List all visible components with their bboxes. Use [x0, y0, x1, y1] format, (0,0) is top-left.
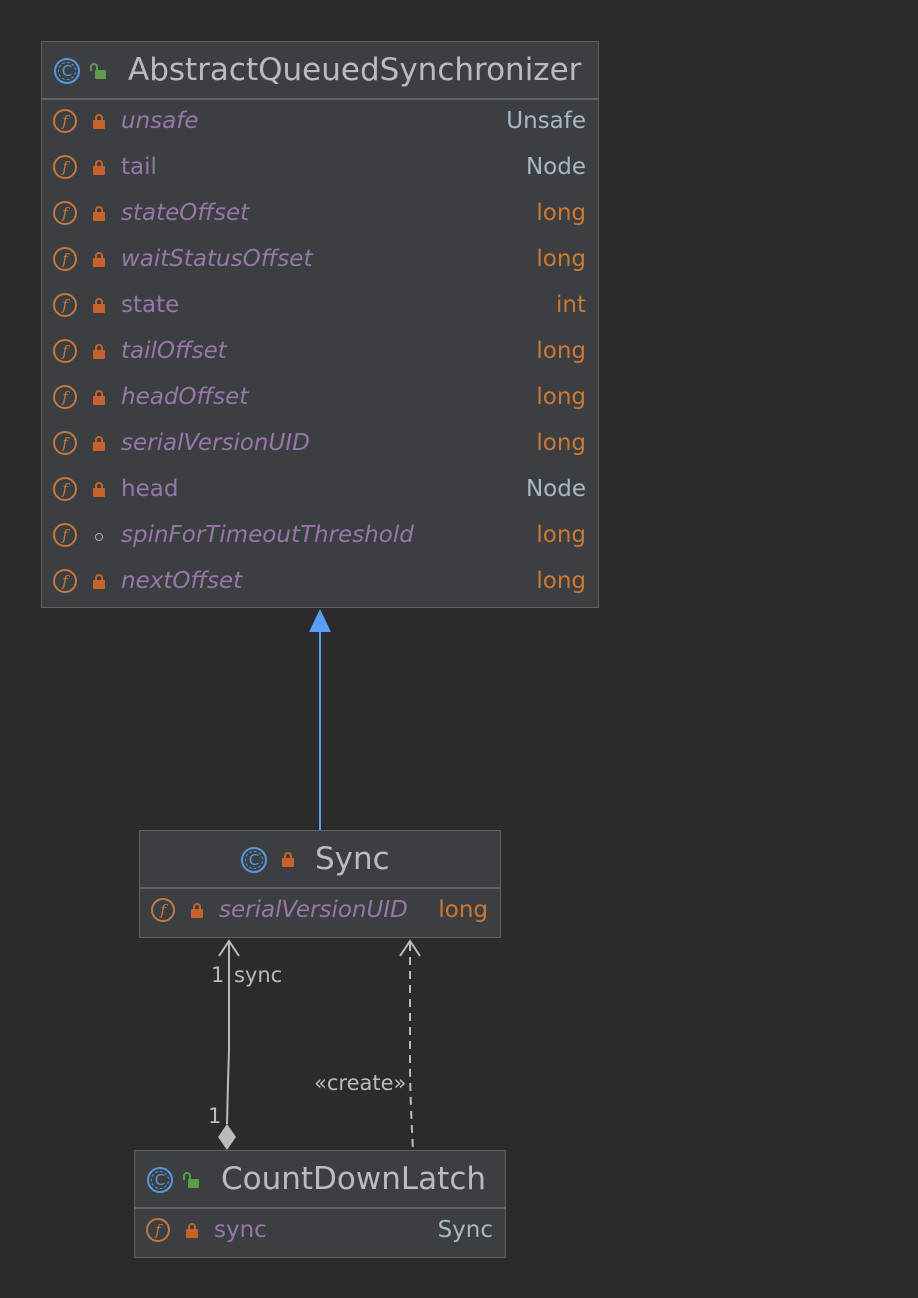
class-header: C AbstractQueuedSynchronizer	[42, 42, 598, 100]
field-row[interactable]: f tailOffset long	[42, 330, 598, 376]
field-type: int	[556, 292, 586, 318]
field-type: long	[536, 246, 586, 272]
field-name: spinForTimeoutThreshold	[121, 522, 414, 548]
class-icon: C	[241, 847, 267, 873]
private-lock-icon	[186, 1223, 198, 1238]
public-lock-icon	[90, 63, 106, 79]
private-lock-icon	[191, 903, 203, 918]
private-lock-icon	[93, 252, 105, 267]
field-type: long	[536, 522, 586, 548]
field-icon: f	[53, 293, 77, 317]
field-row[interactable]: f nextOffset long	[42, 560, 598, 606]
public-lock-icon	[183, 1172, 199, 1188]
field-name: stateOffset	[121, 200, 250, 226]
field-name: serialVersionUID	[121, 430, 310, 456]
private-lock-icon	[93, 298, 105, 313]
field-row[interactable]: f headOffset long	[42, 376, 598, 422]
field-row[interactable]: f spinForTimeoutThreshold long	[42, 514, 598, 560]
field-name: unsafe	[121, 108, 199, 134]
field-name: sync	[214, 1217, 267, 1243]
association-source-multiplicity: 1	[208, 1104, 222, 1128]
field-icon: f	[53, 155, 77, 179]
field-type: long	[536, 200, 586, 226]
field-row[interactable]: f head Node	[42, 468, 598, 514]
field-icon: f	[53, 339, 77, 363]
field-name: tail	[121, 154, 157, 180]
composition-diamond-icon	[218, 1124, 236, 1150]
private-lock-icon	[93, 344, 105, 359]
field-name: headOffset	[121, 384, 249, 410]
field-type: long	[438, 897, 488, 923]
field-type: long	[536, 430, 586, 456]
class-header: C CountDownLatch	[135, 1151, 505, 1209]
dependency-edge[interactable]	[399, 939, 421, 1151]
class-name: CountDownLatch	[221, 1161, 487, 1197]
private-lock-icon	[93, 574, 105, 589]
class-abstract-queued-synchronizer[interactable]: C AbstractQueuedSynchronizer f unsafe Unsa…	[41, 41, 599, 608]
field-row[interactable]: f unsafe Unsafe	[42, 100, 598, 146]
field-type: Node	[525, 154, 586, 180]
class-icon: C	[147, 1167, 173, 1193]
field-row[interactable]: f waitStatusOffset long	[42, 238, 598, 284]
field-row[interactable]: f serialVersionUID long	[42, 422, 598, 468]
field-row[interactable]: f state int	[42, 284, 598, 330]
package-private-dot-icon	[95, 533, 103, 541]
field-type: Node	[525, 476, 586, 502]
private-lock-icon	[93, 206, 105, 221]
private-lock-icon	[93, 482, 105, 497]
field-icon: f	[151, 898, 175, 922]
field-type: long	[536, 338, 586, 364]
field-name: state	[121, 292, 180, 318]
field-row[interactable]: f stateOffset long	[42, 192, 598, 238]
field-icon: f	[53, 569, 77, 593]
field-list: f sync Sync	[135, 1209, 505, 1255]
field-row[interactable]: f serialVersionUID long	[140, 889, 500, 935]
class-header: C Sync	[140, 831, 500, 889]
private-lock-icon	[282, 852, 294, 867]
field-name: nextOffset	[121, 568, 243, 594]
private-lock-icon	[93, 436, 105, 451]
field-icon: f	[146, 1218, 170, 1242]
dependency-stereotype-label: «create»	[314, 1071, 407, 1095]
class-name: AbstractQueuedSynchronizer	[128, 52, 582, 88]
field-name: serialVersionUID	[219, 897, 408, 923]
class-icon: C	[54, 58, 80, 84]
field-icon: f	[53, 523, 77, 547]
class-sync[interactable]: C Sync f serialVersionUID long	[139, 830, 501, 938]
inheritance-edge[interactable]	[309, 609, 331, 830]
field-row[interactable]: f tail Node	[42, 146, 598, 192]
field-icon: f	[53, 247, 77, 271]
field-type: long	[536, 568, 586, 594]
field-icon: f	[53, 431, 77, 455]
field-icon: f	[53, 477, 77, 501]
field-name: head	[121, 476, 179, 502]
field-name: tailOffset	[121, 338, 227, 364]
class-count-down-latch[interactable]: C CountDownLatch f sync Sync	[134, 1150, 506, 1258]
class-name: Sync	[315, 841, 390, 877]
field-type: Sync	[437, 1217, 493, 1243]
field-type: long	[536, 384, 586, 410]
association-role-label: sync	[234, 963, 283, 987]
field-type: Unsafe	[506, 108, 586, 134]
field-row[interactable]: f sync Sync	[135, 1209, 505, 1255]
private-lock-icon	[93, 160, 105, 175]
association-edge[interactable]	[218, 939, 240, 1150]
field-list: f serialVersionUID long	[140, 889, 500, 935]
field-name: waitStatusOffset	[121, 246, 313, 272]
private-lock-icon	[93, 390, 105, 405]
field-icon: f	[53, 109, 77, 133]
private-lock-icon	[93, 114, 105, 129]
field-icon: f	[53, 201, 77, 225]
association-target-multiplicity: 1	[211, 963, 225, 987]
field-icon: f	[53, 385, 77, 409]
